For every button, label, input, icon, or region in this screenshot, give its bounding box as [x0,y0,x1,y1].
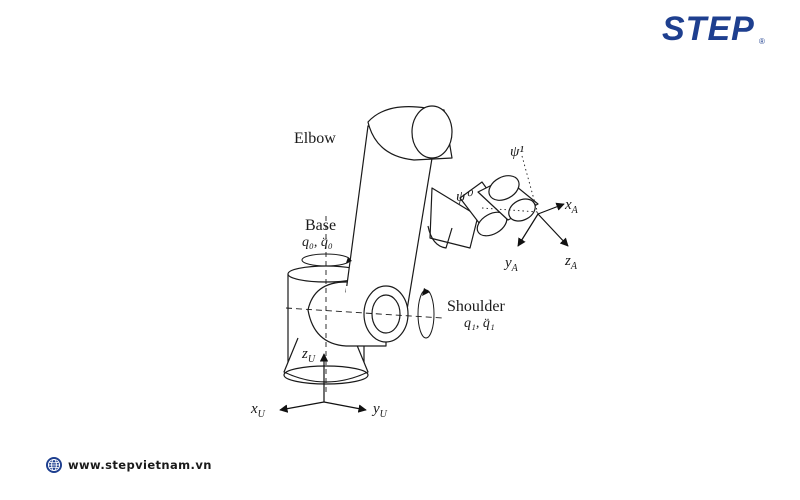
label-x-u: xU [251,401,265,420]
forearm [429,187,479,249]
label-psi1: ψ¹ [510,144,524,160]
psi1-axis [521,155,539,215]
brand-logo: STEP [662,10,755,48]
label-x-a: xA [565,197,578,216]
label-z-a: zA [565,253,577,272]
shoulder-axis [285,307,443,319]
label-z-u: zU [302,346,316,365]
label-base: Base [305,217,337,234]
footer: www.stepvietnam.vn [46,457,212,473]
label-shoulder: Shoulder [447,298,505,315]
website-link[interactable]: www.stepvietnam.vn [68,458,212,472]
label-psi0: ψ⁰ [456,189,472,205]
z-a-arrow [537,213,569,247]
robot-arm-diagram [279,105,569,413]
shoulder-rotation-arrow [417,289,435,339]
y-a-arrow [517,213,539,247]
elbow-joint [411,105,453,159]
y-u-arrow [323,401,367,413]
x-a-arrow [537,202,565,215]
globe-icon [46,457,62,473]
x-u-arrow [279,401,325,413]
label-shoulder-vars: q₁, q̈₁ [464,316,495,331]
label-y-u: yU [373,401,387,420]
psi0-axis [481,207,539,213]
registered-mark: ® [759,37,765,46]
label-base-vars: q₀, q̈₀ [302,235,333,250]
label-y-a: yA [505,255,518,274]
label-elbow: Elbow [294,130,336,147]
